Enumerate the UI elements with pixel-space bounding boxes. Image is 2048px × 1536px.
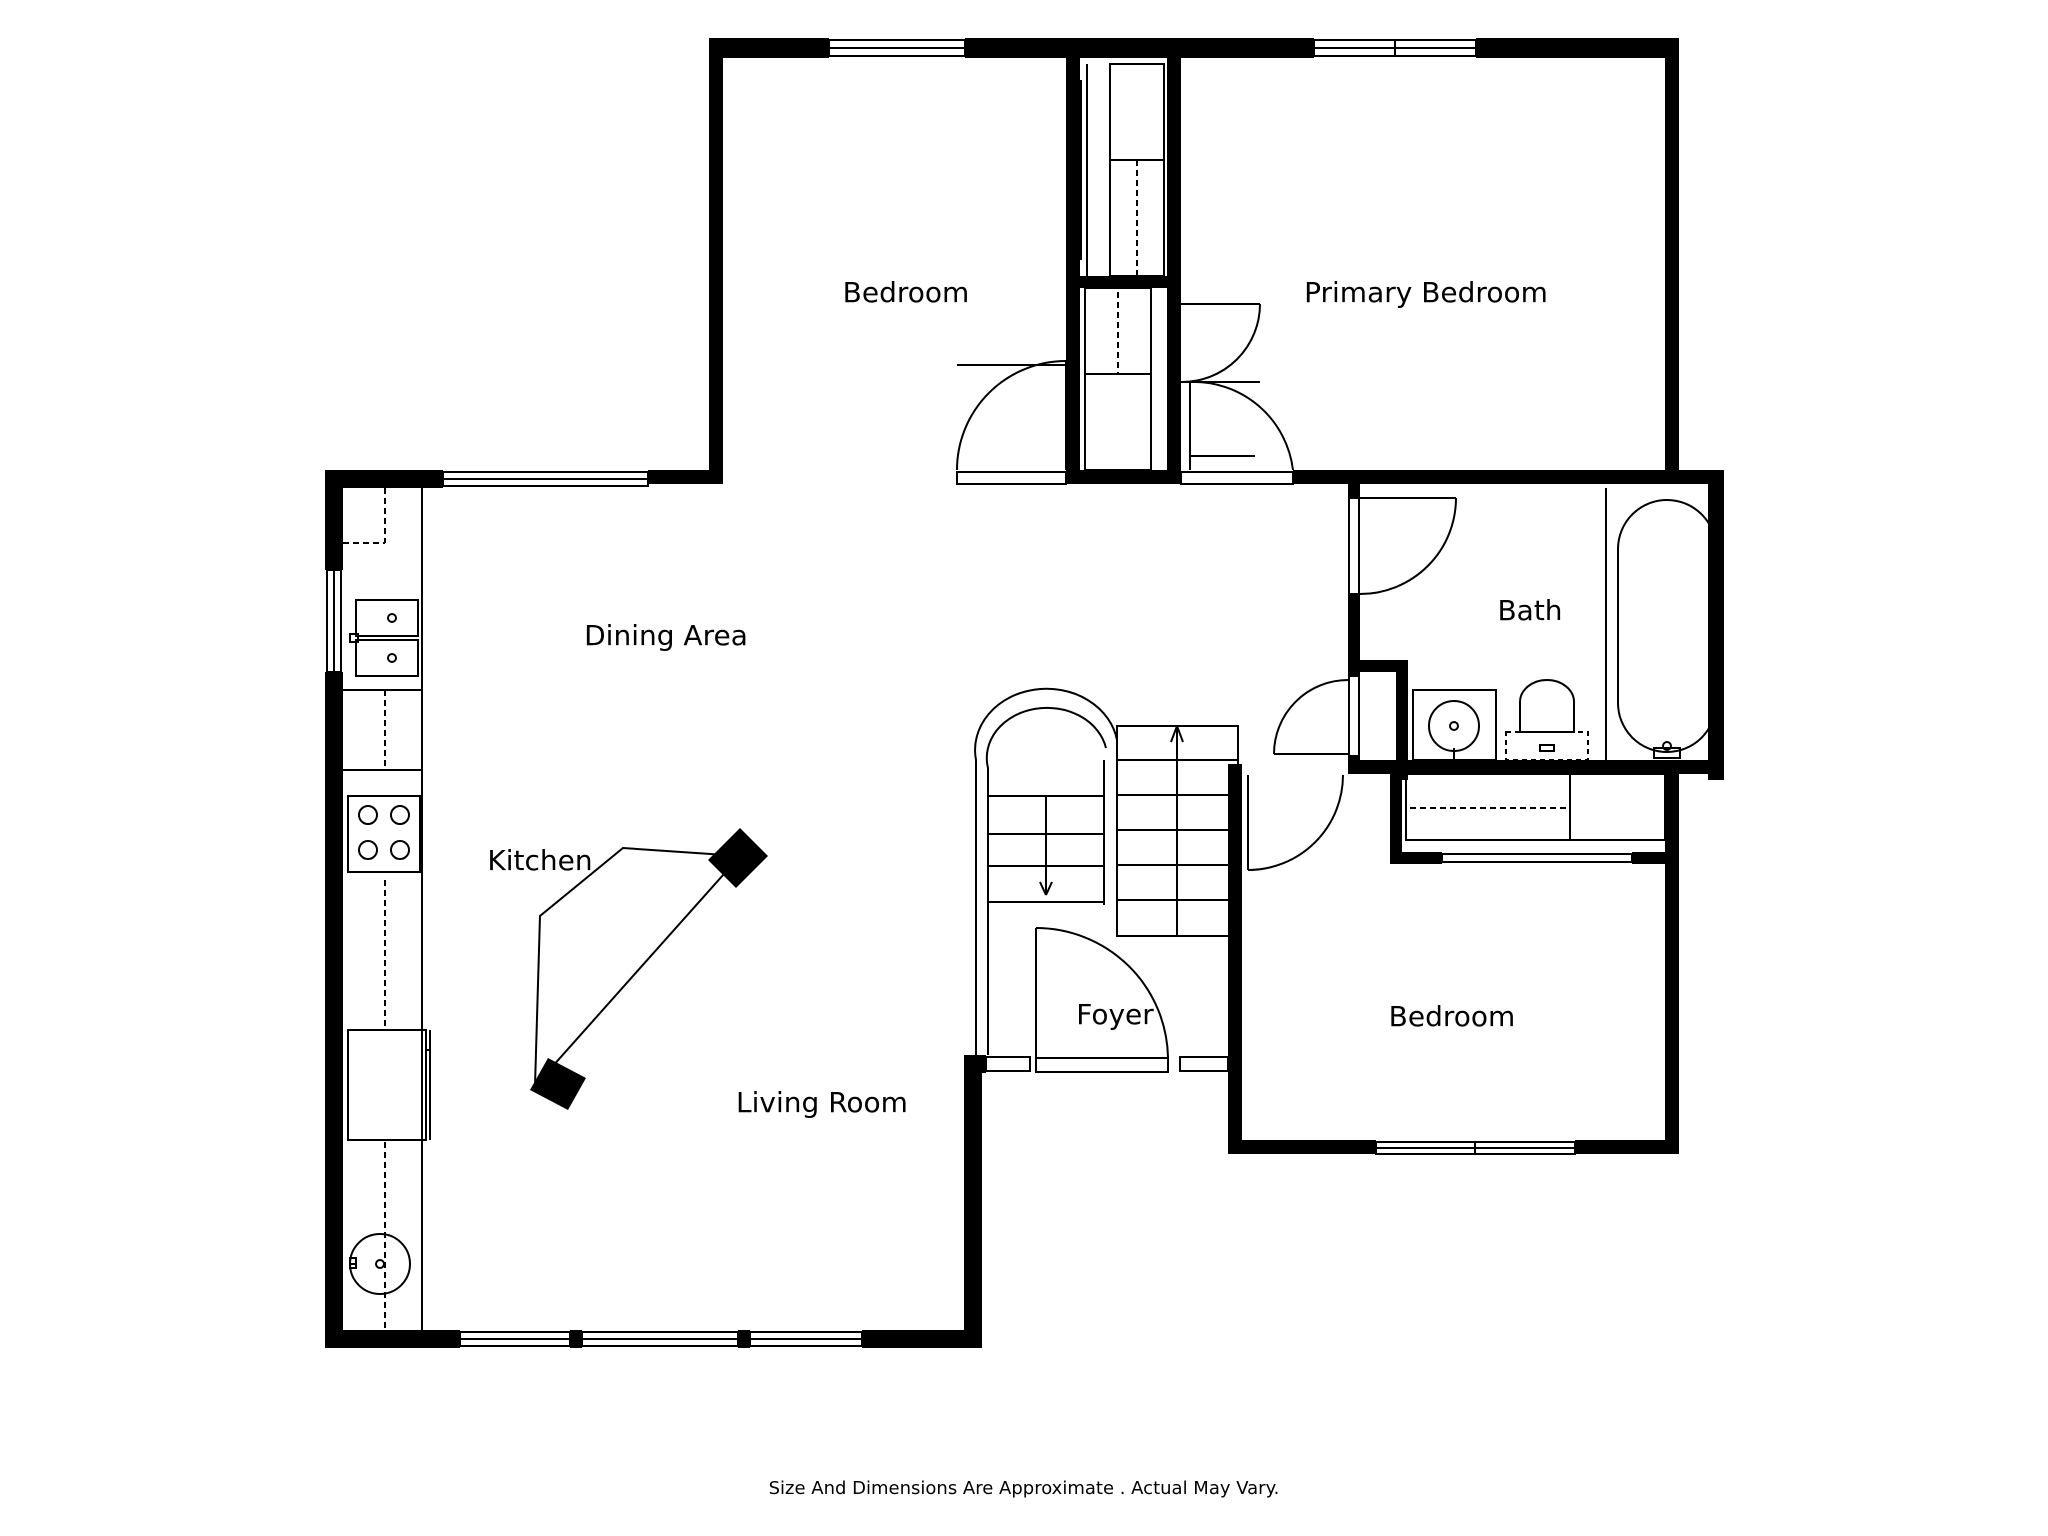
wall <box>965 38 1314 58</box>
wall <box>1476 38 1679 58</box>
disclaimer-note: Size And Dimensions Are Approximate . Ac… <box>768 1478 1280 1499</box>
room-label-bedroom-top: Bedroom <box>843 276 970 309</box>
wall <box>1665 764 1679 1154</box>
wall <box>862 1330 982 1348</box>
bath-sink <box>1428 700 1480 752</box>
wall <box>1348 760 1724 774</box>
wall <box>1066 470 1181 484</box>
wall <box>964 1055 986 1073</box>
wall <box>1228 1140 1376 1154</box>
wall <box>1348 660 1408 672</box>
wall <box>1066 276 1181 288</box>
wall <box>325 1330 460 1348</box>
room-label-primary-bedroom: Primary Bedroom <box>1304 276 1548 309</box>
wall <box>709 38 723 484</box>
refrigerator <box>347 1029 427 1141</box>
closets <box>1084 63 1666 841</box>
sink <box>355 639 419 677</box>
room-label-living-room: Living Room <box>736 1086 908 1119</box>
stove <box>347 795 421 873</box>
wall <box>1390 852 1442 864</box>
wall <box>1167 38 1181 484</box>
wall <box>1228 1072 1242 1092</box>
bath-fixtures <box>1412 488 1717 761</box>
wall <box>709 38 829 58</box>
wall <box>1665 38 1679 484</box>
wall <box>1396 660 1408 780</box>
window <box>1441 853 1633 863</box>
wall <box>325 672 343 1348</box>
room-label-kitchen: Kitchen <box>487 844 592 877</box>
room-label-bedroom-right: Bedroom <box>1389 1000 1516 1033</box>
toilet <box>1519 679 1575 733</box>
room-label-foyer: Foyer <box>1076 998 1154 1031</box>
bathtub <box>1617 499 1717 753</box>
wall <box>1390 764 1402 864</box>
island-end <box>530 1058 586 1110</box>
room-label-bath: Bath <box>1497 594 1562 627</box>
wall <box>648 470 723 484</box>
wall <box>325 470 443 488</box>
fireplace-island <box>530 828 768 1110</box>
wall <box>1066 38 1080 484</box>
window <box>1179 1056 1229 1072</box>
doors <box>956 80 1457 1073</box>
wall <box>964 1055 982 1348</box>
window <box>985 1056 1031 1072</box>
room-label-dining-area: Dining Area <box>584 619 748 652</box>
wall <box>1228 764 1242 1154</box>
wall <box>325 470 343 570</box>
kitchen-fixtures <box>343 488 431 1330</box>
island-end <box>708 828 768 888</box>
wall <box>1293 470 1708 484</box>
room-labels: Bedroom Primary Bedroom Dining Area Bath… <box>487 276 1562 1119</box>
stairs <box>974 687 1239 1055</box>
windows <box>326 39 1633 1347</box>
wall <box>1632 852 1679 864</box>
sink <box>355 599 419 637</box>
water-heater <box>349 1233 411 1295</box>
walls <box>325 38 1724 1348</box>
wall <box>1575 1140 1679 1154</box>
